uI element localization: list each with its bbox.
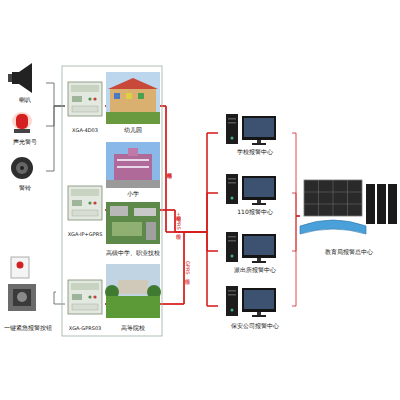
photo-field bbox=[112, 222, 142, 236]
alarm-host bbox=[68, 186, 102, 220]
photo-window bbox=[126, 93, 132, 99]
alarm-host bbox=[68, 280, 102, 314]
node-label: XGA-IP+GPRS bbox=[68, 232, 103, 238]
device-node: XGA-GPRS03 bbox=[65, 276, 105, 332]
strobe-light bbox=[16, 114, 28, 129]
server-rack bbox=[366, 184, 375, 224]
photo-window bbox=[114, 93, 120, 99]
workstation bbox=[226, 174, 276, 205]
alarm-host bbox=[68, 82, 102, 116]
speaker-mount bbox=[8, 74, 12, 82]
device-node: XGA-4D03 bbox=[65, 78, 105, 134]
node-label: 派出所报警中心 bbox=[234, 267, 276, 274]
video-wall-grid bbox=[304, 180, 362, 216]
connector bbox=[105, 106, 218, 232]
school-node: 幼儿园 bbox=[106, 70, 160, 134]
photo-tower bbox=[128, 148, 138, 156]
video-wall bbox=[304, 180, 362, 216]
photo-ground bbox=[106, 112, 160, 124]
edge-label: 网络+GPRS传输 bbox=[176, 212, 181, 230]
device-node: XGA-IP+GPRS bbox=[65, 182, 105, 238]
button-box bbox=[8, 284, 36, 311]
node-label: XGA-4D03 bbox=[72, 128, 98, 134]
station-node: 110报警中心 bbox=[218, 170, 292, 216]
station-node: 保安公司报警中心 bbox=[218, 282, 292, 330]
workstation bbox=[226, 286, 276, 317]
photo-window bbox=[117, 166, 149, 168]
node-label: 幼儿园 bbox=[124, 127, 142, 134]
button-panel bbox=[13, 289, 31, 306]
button-box bbox=[11, 257, 29, 278]
school-node: 高级中学、职业技校 bbox=[104, 200, 162, 256]
photo-building bbox=[114, 154, 152, 180]
station-node: 派出所报警中心 bbox=[218, 228, 292, 274]
photo-roof bbox=[108, 78, 158, 89]
photo-window bbox=[117, 159, 149, 161]
photo-building bbox=[146, 222, 156, 240]
photo-building bbox=[110, 206, 128, 216]
node-label: 声光警号 bbox=[13, 139, 37, 146]
alarm-node: 声光警号 bbox=[4, 106, 46, 146]
node-label: 一键紧急报警按钮 bbox=[4, 325, 52, 332]
node-label: 喇叭 bbox=[19, 97, 31, 104]
alarm-button bbox=[17, 262, 24, 269]
server-rack bbox=[377, 184, 386, 224]
school-photo bbox=[106, 142, 160, 188]
photo-building bbox=[134, 208, 156, 216]
strobe-glow bbox=[12, 112, 32, 130]
column-frame bbox=[62, 66, 162, 336]
control-console bbox=[300, 220, 366, 234]
alarm-node: 警铃 bbox=[4, 150, 46, 192]
photo-building bbox=[110, 88, 156, 112]
connector bbox=[292, 216, 300, 306]
connector bbox=[105, 193, 218, 304]
school-photo bbox=[106, 264, 160, 318]
connector bbox=[105, 210, 218, 306]
node-label: 小学 bbox=[127, 191, 139, 198]
bell-hub bbox=[20, 166, 24, 170]
photo-ground bbox=[106, 296, 160, 318]
workstation bbox=[226, 232, 276, 263]
connector bbox=[105, 106, 218, 251]
bell-center bbox=[16, 162, 28, 174]
edge-label: GPRS传输 bbox=[185, 261, 190, 275]
node-label: 警铃 bbox=[19, 185, 31, 192]
photo-building bbox=[118, 280, 148, 294]
workstation bbox=[226, 114, 276, 145]
node-label: 高级中学、职业技校 bbox=[106, 250, 160, 256]
school-node: 小学 bbox=[106, 140, 160, 198]
school-photo bbox=[106, 202, 160, 244]
station-node: 学校报警中心 bbox=[218, 110, 292, 156]
node-label: 学校报警中心 bbox=[237, 149, 273, 156]
alarm-button bbox=[17, 292, 27, 302]
node-label: 高等院校 bbox=[121, 325, 145, 332]
connector bbox=[105, 106, 218, 232]
connector bbox=[292, 193, 300, 216]
connector bbox=[54, 292, 65, 304]
server-rack bbox=[388, 184, 397, 224]
photo-ground bbox=[106, 180, 160, 188]
node-label: 保安公司报警中心 bbox=[231, 323, 279, 330]
school-photo bbox=[106, 72, 160, 124]
connector bbox=[292, 133, 300, 216]
alarm-node: 喇叭 bbox=[4, 62, 46, 104]
speaker-symbol bbox=[12, 63, 32, 93]
node-label: XGA-GPRS03 bbox=[69, 326, 102, 332]
alarm-node: 一键紧急报警按钮 bbox=[0, 252, 56, 332]
school-node: 高等院校 bbox=[106, 262, 160, 332]
node-label: 110报警中心 bbox=[237, 209, 272, 216]
bell-symbol bbox=[11, 157, 33, 179]
strobe-base bbox=[14, 129, 30, 133]
photo-window bbox=[138, 93, 144, 99]
center-node: 教育局报警总中心 bbox=[300, 176, 398, 256]
node-label: 教育局报警总中心 bbox=[325, 249, 373, 256]
